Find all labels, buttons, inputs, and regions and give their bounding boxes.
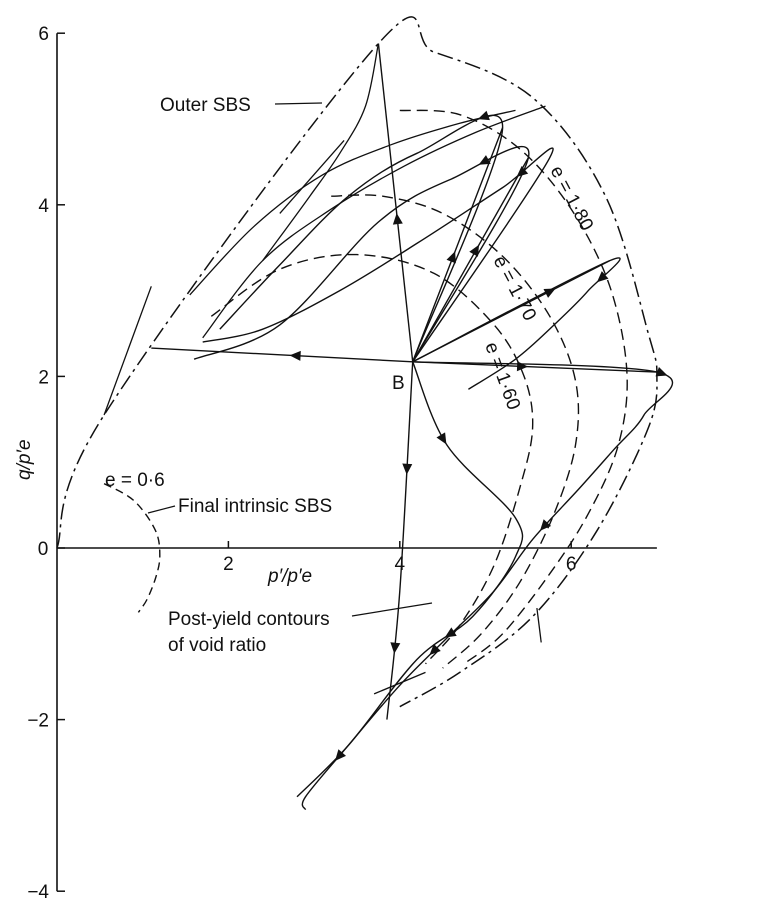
arrowhead xyxy=(516,361,529,372)
arrowhead xyxy=(436,432,447,445)
slope-line xyxy=(103,286,152,416)
arrowhead xyxy=(429,643,441,656)
stress-path-curve xyxy=(202,105,546,339)
arrowhead xyxy=(540,519,552,531)
y-ticks: 6 4 2 −2 −4 xyxy=(27,24,65,899)
y-axis-label: q/p′e xyxy=(14,439,35,480)
stress-path xyxy=(386,361,414,720)
axes xyxy=(56,33,657,892)
slope-line xyxy=(279,139,345,214)
x-tick-label: 0 xyxy=(38,539,49,560)
stress-path xyxy=(377,43,414,362)
outer-sbs-curve xyxy=(56,16,658,708)
void-ratio-contour xyxy=(331,194,580,669)
e-06-label: e = 0·6 xyxy=(105,470,165,491)
y-tick-label: −4 xyxy=(27,882,49,899)
x-tick-label: 6 xyxy=(566,554,577,575)
arrowhead xyxy=(446,251,456,264)
arrowhead xyxy=(516,166,529,178)
stress-path xyxy=(412,257,621,390)
arrowhead xyxy=(444,627,457,638)
e-180-label: e = 1·80 xyxy=(546,162,598,234)
x-tick-label: 4 xyxy=(395,554,406,575)
stress-path xyxy=(412,361,657,373)
stress-path xyxy=(151,347,413,363)
intrinsic-sbs-curve xyxy=(103,482,161,613)
stress-path xyxy=(301,361,674,810)
arrowhead xyxy=(335,749,347,761)
curves xyxy=(56,16,674,810)
outer-sbs-label: Outer SBS xyxy=(160,95,251,116)
slope-line xyxy=(536,608,542,643)
final-intrinsic-leader xyxy=(147,505,176,514)
stress-path xyxy=(202,147,554,363)
e-170-label: e = 1·70 xyxy=(489,252,541,324)
stress-path-curve xyxy=(189,109,516,296)
void-ratio-contour xyxy=(399,109,628,665)
arrowhead xyxy=(477,110,490,121)
slope-line xyxy=(373,671,426,695)
y-tick-label: −2 xyxy=(27,711,49,732)
stress-path xyxy=(219,114,504,363)
stress-path xyxy=(412,127,504,363)
stress-path-curve xyxy=(262,43,380,261)
post-yield-label-line2: of void ratio xyxy=(168,635,266,656)
x-axis-label: p′/p′e xyxy=(267,566,312,587)
post-yield-label-line1: Post-yield contours xyxy=(168,609,330,630)
arrowhead xyxy=(402,463,413,475)
y-tick-label: 2 xyxy=(38,367,49,388)
stress-path xyxy=(412,157,530,363)
final-intrinsic-label: Final intrinsic SBS xyxy=(178,496,332,517)
arrowhead xyxy=(543,288,556,298)
y-tick-label: 6 xyxy=(38,24,49,45)
arrowhead xyxy=(596,271,609,283)
x-tick-label: 2 xyxy=(223,554,234,575)
y-tick-label: 4 xyxy=(38,196,49,217)
post-yield-leader xyxy=(351,602,433,617)
void-ratio-contour xyxy=(210,253,534,665)
outer-sbs-leader xyxy=(274,102,323,105)
point-b-label: B xyxy=(392,373,405,394)
arrowhead xyxy=(478,155,491,165)
arrowhead xyxy=(392,213,403,225)
arrowhead xyxy=(655,367,668,377)
arrowhead xyxy=(469,244,480,257)
stress-path xyxy=(193,145,530,363)
arrowhead xyxy=(390,642,401,654)
arrowhead xyxy=(289,350,301,361)
e-160-label: e = 1·60 xyxy=(480,340,524,413)
label-leaders xyxy=(147,102,433,617)
